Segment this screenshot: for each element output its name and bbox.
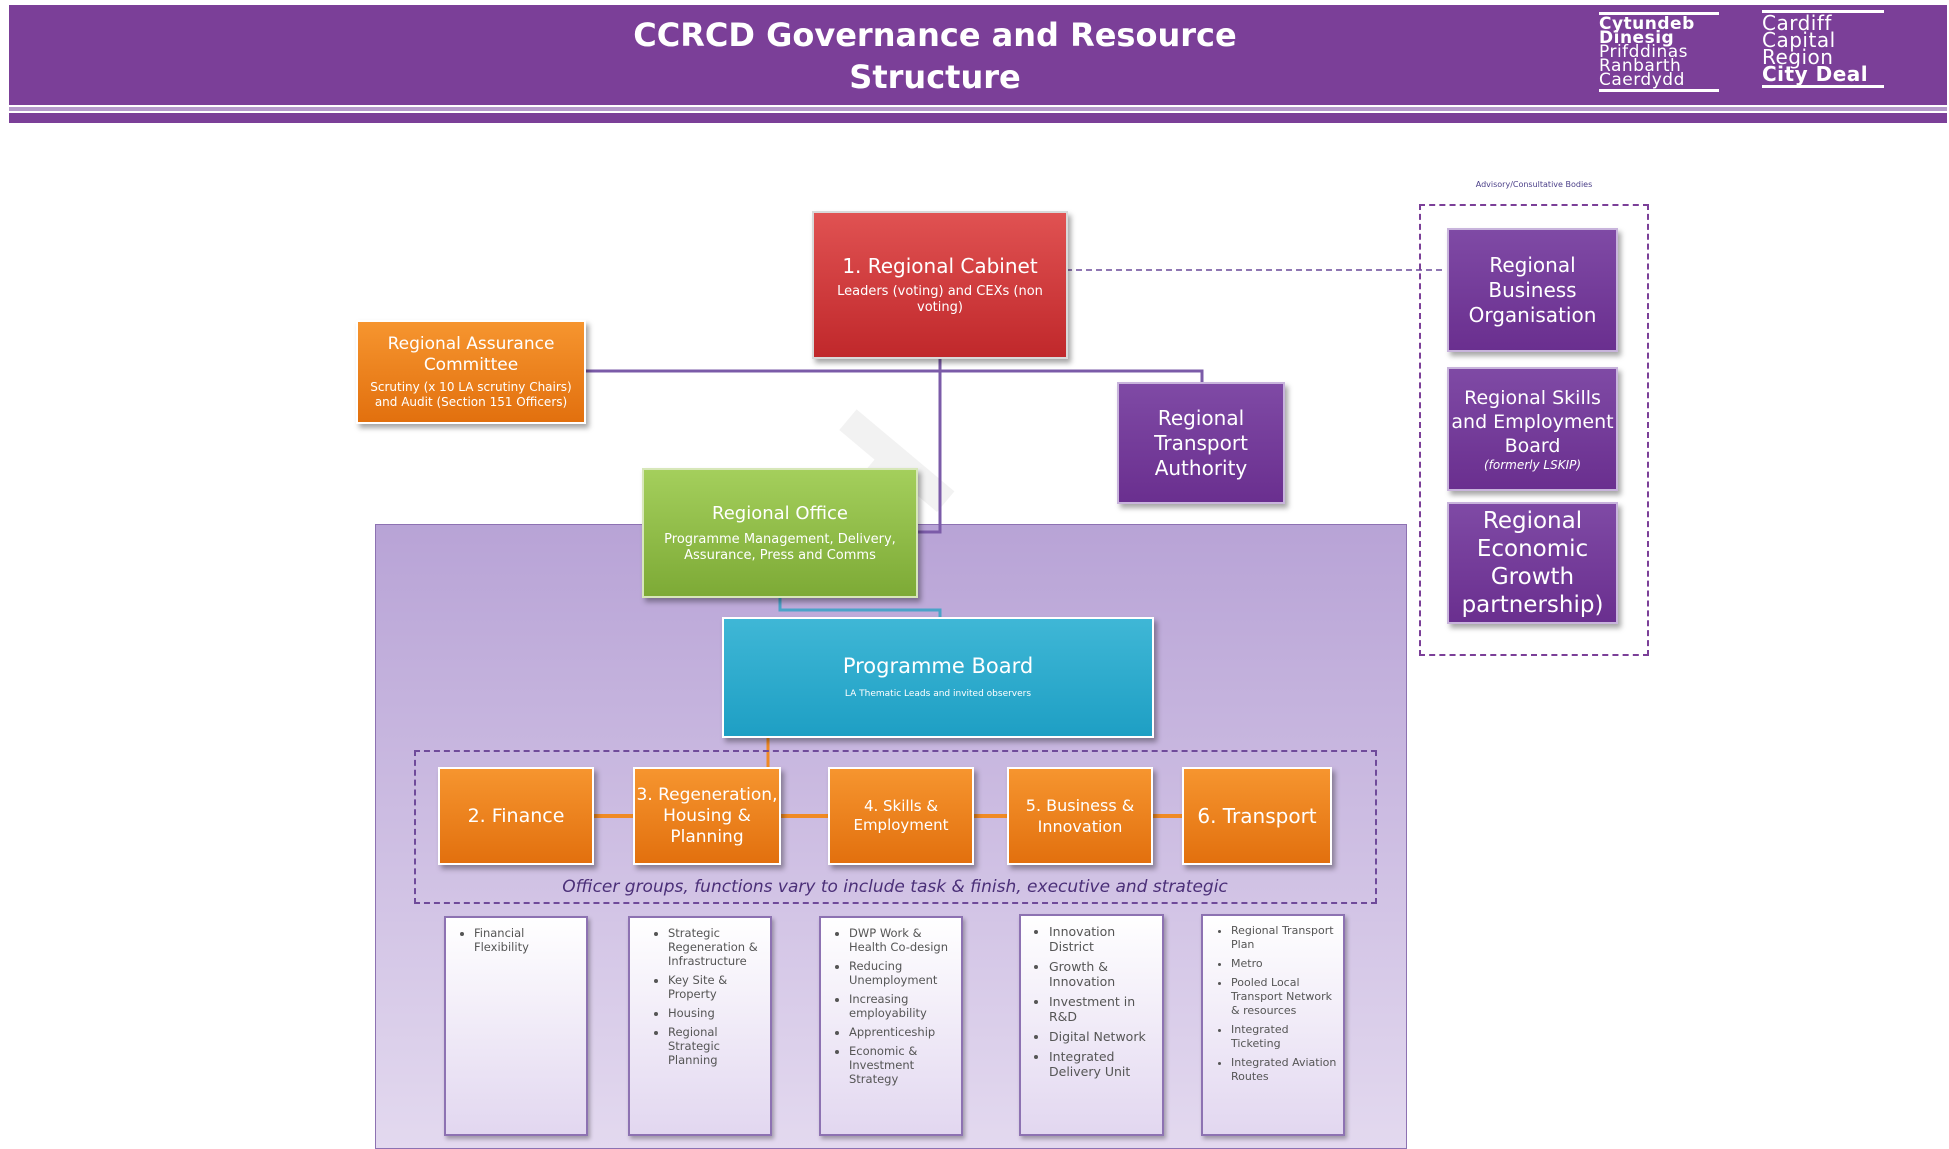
box-title: 5. Business & Innovation xyxy=(1025,796,1135,836)
box-title: Regional Assurance Committee xyxy=(387,334,555,375)
header-banner xyxy=(9,5,1947,105)
logo-welsh: Cytundeb Dinesig Prifddinas Ranbarth Cae… xyxy=(1599,12,1719,92)
list-item: Integrated Ticketing xyxy=(1231,1023,1337,1051)
list-item: Regional Strategic Planning xyxy=(668,1025,764,1067)
logo-welsh-line: Cytundeb xyxy=(1599,14,1695,34)
theme-regeneration-box[interactable]: 3. Regeneration, Housing & Planning xyxy=(633,767,781,865)
box-title: 4. Skills & Employment xyxy=(853,797,949,834)
list-item: Pooled Local Transport Network & resourc… xyxy=(1231,976,1337,1018)
list-item: Innovation District xyxy=(1049,924,1156,954)
workstream-transport: Regional Transport Plan Metro Pooled Loc… xyxy=(1201,914,1345,1136)
logo-english-line: City Deal xyxy=(1762,62,1869,86)
box-title: Regional Economic Growth partnership) xyxy=(1461,508,1604,618)
list-item: Housing xyxy=(668,1006,764,1020)
box-title: Regional Skills and Employment Board xyxy=(1451,387,1614,457)
list-item: Key Site & Property xyxy=(668,973,764,1001)
workstream-regeneration: Strategic Regeneration & Infrastructure … xyxy=(628,916,772,1136)
regional-business-organisation-box[interactable]: Regional Business Organisation xyxy=(1447,228,1618,352)
list-item: Integrated Delivery Unit xyxy=(1049,1049,1156,1079)
advisory-label: Advisory/Consultative Bodies xyxy=(1475,180,1593,189)
officer-groups-caption: Officer groups, functions vary to includ… xyxy=(562,877,1228,897)
logo-welsh-line: Caerdydd xyxy=(1599,70,1685,90)
theme-transport-box[interactable]: 6. Transport xyxy=(1182,767,1332,865)
box-title: Regional Business Organisation xyxy=(1468,252,1597,327)
box-title: 3. Regeneration, Housing & Planning xyxy=(636,784,778,847)
theme-business-box[interactable]: 5. Business & Innovation xyxy=(1007,767,1153,865)
title-line-2: Structure xyxy=(849,58,1021,96)
logo-english-line: Region xyxy=(1762,45,1834,69)
list-item: Investment in R&D xyxy=(1049,994,1156,1024)
list-item: Economic & Investment Strategy xyxy=(849,1044,955,1086)
header-stripe-lower xyxy=(9,113,1947,123)
regional-economic-growth-box[interactable]: Regional Economic Growth partnership) xyxy=(1447,502,1618,624)
header-stripe xyxy=(9,107,1947,111)
box-note: (formerly LSKIP) xyxy=(1483,458,1582,472)
box-title: Programme Board xyxy=(842,653,1034,678)
box-title: 6. Transport xyxy=(1197,804,1317,828)
logo-english: Cardiff Capital Region City Deal xyxy=(1762,10,1884,88)
logo-welsh-line: Ranbarth xyxy=(1599,56,1682,76)
box-subtitle: Leaders (voting) and CEXs (non voting) xyxy=(837,284,1043,315)
list-item: DWP Work & Health Co-design xyxy=(849,926,955,954)
list-item: Apprenticeship xyxy=(849,1025,955,1039)
list-item: Financial Flexibility xyxy=(474,926,580,954)
list-item: Regional Transport Plan xyxy=(1231,924,1337,952)
connector-cabinet-assurance xyxy=(584,358,942,373)
programme-board-box[interactable]: Programme Board LA Thematic Leads and in… xyxy=(722,617,1154,738)
title-line-1: CCRCD Governance and Resource xyxy=(633,16,1237,54)
workstream-skills: DWP Work & Health Co-design Reducing Une… xyxy=(819,916,963,1136)
box-subtitle: Scrutiny (x 10 LA scrutiny Chairs) and A… xyxy=(370,380,572,409)
regional-transport-authority-box[interactable]: Regional Transport Authority xyxy=(1117,382,1285,504)
list-item: Integrated Aviation Routes xyxy=(1231,1056,1337,1084)
connector-cabinet-transport xyxy=(940,369,1204,383)
list-item: Digital Network xyxy=(1049,1029,1156,1044)
connector-office-board xyxy=(778,598,942,618)
header-dots: ···· xyxy=(1233,102,1254,113)
box-title: 2. Finance xyxy=(467,805,565,827)
regional-skills-board-box[interactable]: Regional Skills and Employment Board (fo… xyxy=(1447,367,1618,491)
page-title: CCRCD Governance and Resource Structure xyxy=(560,14,1310,98)
box-subtitle: LA Thematic Leads and invited observers xyxy=(844,688,1032,699)
advisory-group xyxy=(1419,204,1649,656)
logo-welsh-line: Prifddinas xyxy=(1599,42,1689,62)
officer-groups-area xyxy=(414,750,1377,904)
theme-skills-box[interactable]: 4. Skills & Employment xyxy=(828,767,974,865)
regional-office-box[interactable]: Regional Office Programme Management, De… xyxy=(642,468,918,598)
logo-english-line: Capital xyxy=(1762,28,1836,52)
list-item: Increasing employability xyxy=(849,992,955,1020)
regional-cabinet-box[interactable]: 1. Regional Cabinet Leaders (voting) and… xyxy=(812,211,1068,359)
regional-assurance-committee-box[interactable]: Regional Assurance Committee Scrutiny (x… xyxy=(356,320,586,424)
list-item: Strategic Regeneration & Infrastructure xyxy=(668,926,764,968)
box-title: Regional Transport Authority xyxy=(1154,405,1248,480)
logo-welsh-line: Dinesig xyxy=(1599,28,1675,48)
box-title: Regional Office xyxy=(712,503,848,524)
workstream-finance: Financial Flexibility xyxy=(444,916,588,1136)
workstream-business: Innovation District Growth & Innovation … xyxy=(1019,914,1164,1136)
logo-english-line: Cardiff xyxy=(1762,11,1832,35)
theme-finance-box[interactable]: 2. Finance xyxy=(438,767,594,865)
list-item: Reducing Unemployment xyxy=(849,959,955,987)
connector-cabinet-office xyxy=(916,371,942,534)
box-title: 1. Regional Cabinet xyxy=(842,254,1038,278)
list-item: Growth & Innovation xyxy=(1049,959,1156,989)
box-subtitle: Programme Management, Delivery, Assuranc… xyxy=(664,532,896,563)
list-item: Metro xyxy=(1231,957,1337,971)
